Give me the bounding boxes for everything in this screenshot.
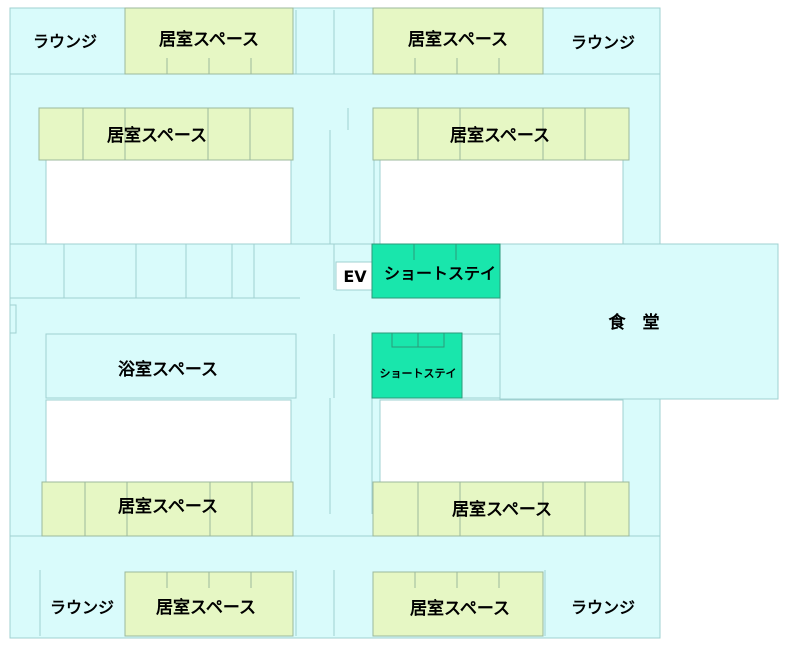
short-stay-label-1: ショートステイ [384,264,496,283]
room-block-bottom-right [372,571,544,637]
courtyard-upper-right [379,159,624,245]
room-block-top-right [372,7,544,75]
lounge-label-top-left: ラウンジ [33,32,97,51]
room-label-top-right: 居室スペース [408,29,508,50]
short-stay-room-2 [371,332,463,399]
room-label-top-left: 居室スペース [159,29,259,50]
room-block-lower-right [372,481,630,537]
courtyard-lower-right [379,399,624,483]
elevator-label: EV [343,267,367,286]
room-label-lower-left: 居室スペース [118,496,218,517]
room-label-upper-left: 居室スペース [107,125,207,146]
room-block-lower-left [41,481,294,537]
lounge-label-bottom-right: ラウンジ [571,598,635,617]
lounge-label-bottom-left: ラウンジ [50,598,114,617]
courtyard-upper-left [45,159,292,245]
room-label-upper-right: 居室スペース [450,125,550,146]
room-label-bottom-left: 居室スペース [156,597,256,618]
dining-hall [499,243,779,400]
short-stay-label-2: ショートステイ [380,367,457,380]
short-stay-room-1 [371,243,501,299]
room-label-lower-right: 居室スペース [452,499,552,520]
courtyard-lower-left [45,399,292,483]
lounge-label-top-right: ラウンジ [571,33,635,52]
room-label-bottom-right: 居室スペース [410,598,510,619]
elevator [335,261,373,291]
room-block-upper-right [372,107,630,161]
room-block-upper-left [38,107,294,161]
dining-label: 食 堂 [609,312,660,333]
bath-label: 浴室スペース [118,359,218,380]
